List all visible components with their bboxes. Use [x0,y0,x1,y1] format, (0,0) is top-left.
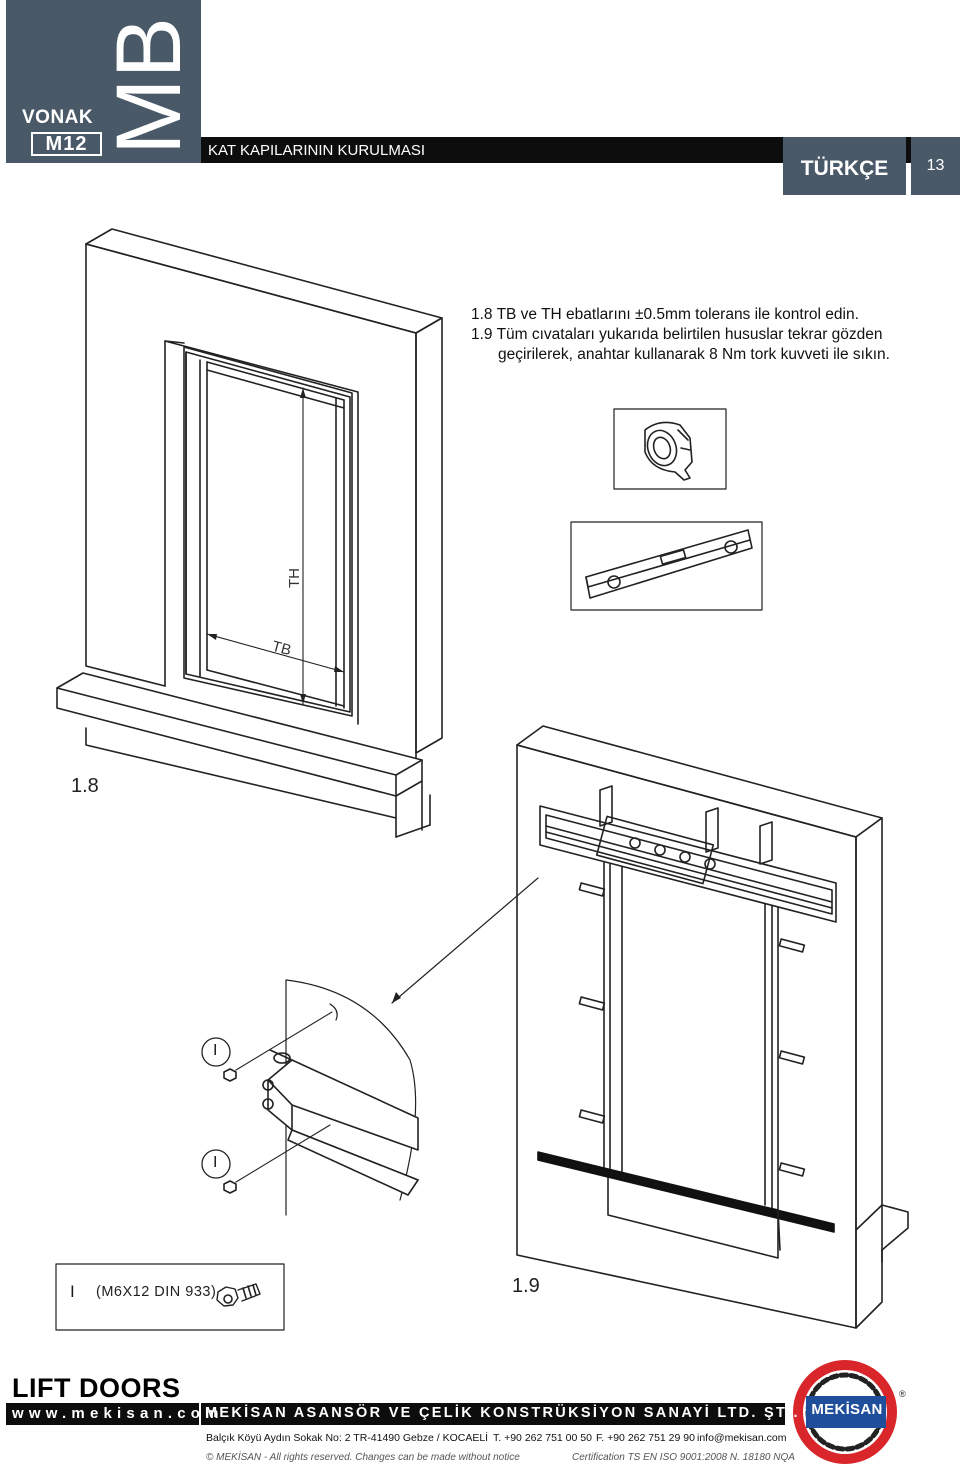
brand-logo-block [6,0,201,163]
footer-title: LIFT DOORS [12,1373,181,1403]
footer-certification: Certification TS EN ISO 9001:2008 N. 181… [572,1452,795,1463]
registered-icon: ® [899,1389,906,1399]
instruction-1-8: 1.8 TB ve TH ebatlarını ±0.5mm tolerans … [471,306,859,323]
callout-mark-2: I [213,1154,218,1171]
footer-address: Balçık Köyü Aydın Sokak No: 2 TR-41490 G… [206,1432,489,1444]
figure-1-9-label: 1.9 [512,1275,540,1297]
bolt-box-mark: I [70,1282,75,1301]
brand-model: M12 [31,132,102,156]
mekisan-logo [793,1360,897,1464]
section-title: KAT KAPILARININ KURULMASI [208,142,426,159]
footer-email[interactable]: info@mekisan.com [697,1432,787,1444]
mekisan-logo-text: MEKİSAN [811,1401,883,1418]
figure-1-8-wall [56,228,443,838]
tape-measure-icon [613,408,727,490]
callout-mark-1: I [213,1042,218,1059]
figure-1-8-label: 1.8 [71,775,99,797]
footer-phone: T. +90 262 751 00 50 [493,1432,592,1444]
footer-company: MEKİSAN ASANSÖR VE ÇELİK KONSTRÜKSİYON S… [205,1405,800,1421]
footer-fax: F. +90 262 751 29 90 [596,1432,695,1444]
language-badge: TÜRKÇE [783,137,906,195]
bolt-spec-box [55,1263,285,1331]
instruction-1-9-line1: 1.9 Tüm cıvataları yukarıda belirtilen h… [471,326,883,343]
brand-name: VONAK [22,107,94,128]
figure-1-9-wall [516,725,909,1329]
page-number: 13 [911,137,960,195]
dimension-th-label: TH [286,568,303,588]
instruction-1-9-line2: geçirilerek, anahtar kullanarak 8 Nm tor… [498,346,890,363]
footer-website[interactable]: www.mekisan.com [12,1405,224,1422]
spirit-level-icon [570,521,763,611]
bolt-detail-callout [201,877,539,1216]
footer-copyright: © MEKİSAN - All rights reserved. Changes… [206,1452,520,1463]
footer-divider [199,1403,201,1425]
bolt-spec-label: (M6X12 DIN 933) [96,1284,217,1300]
